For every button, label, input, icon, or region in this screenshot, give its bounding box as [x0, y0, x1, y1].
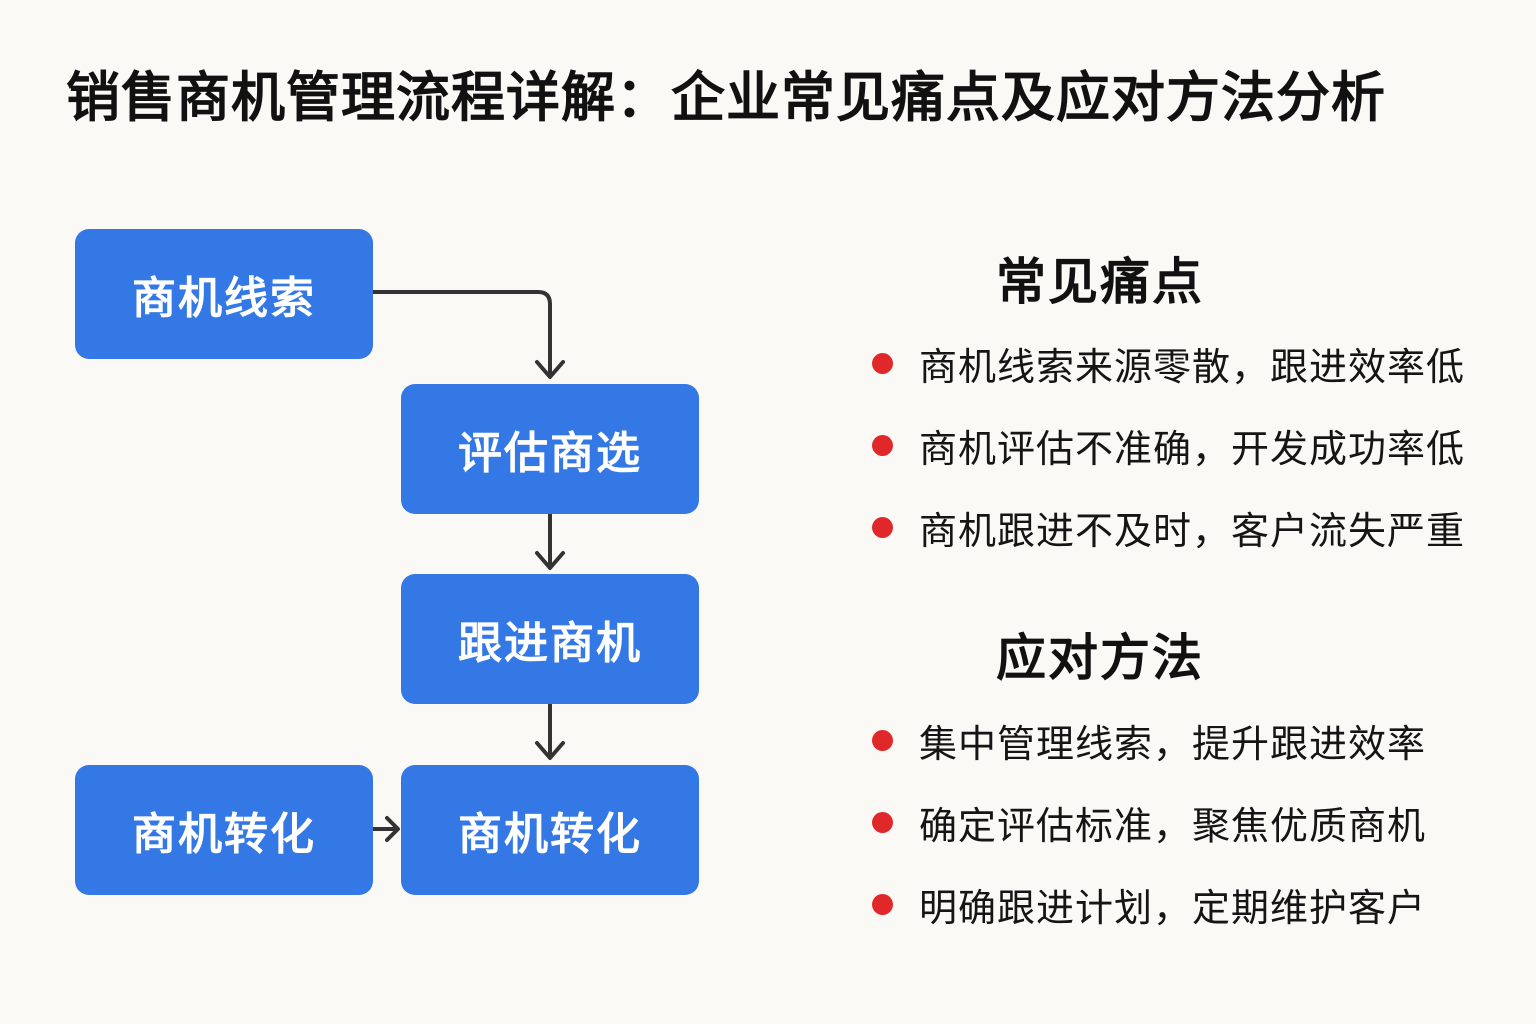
- list-item: 商机线索来源零散，跟进效率低: [872, 322, 1465, 404]
- pain-points-list: 商机线索来源零散，跟进效率低 商机评估不准确，开发成功率低 商机跟进不及时，客户…: [872, 322, 1465, 568]
- list-item: 商机跟进不及时，客户流失严重: [872, 486, 1465, 568]
- flow-node-leads: 商机线索: [75, 229, 373, 359]
- bullet-icon: [872, 352, 893, 374]
- list-item: 集中管理线索，提升跟进效率: [872, 699, 1426, 781]
- flow-node-convert-right: 商机转化: [401, 765, 699, 895]
- list-item: 确定评估标准，聚焦优质商机: [872, 781, 1426, 863]
- list-item-text: 商机跟进不及时，客户流失严重: [919, 508, 1466, 553]
- flow-node-evaluate: 评估商选: [401, 384, 699, 514]
- edge-leads-to-evaluate: [373, 290, 552, 376]
- flow-node-follow: 跟进商机: [401, 574, 699, 704]
- pain-points-heading: 常见痛点: [996, 253, 1204, 311]
- arrowhead-evaluate: [535, 360, 565, 379]
- bullet-icon: [872, 434, 893, 456]
- arrowhead-convert-right: [385, 816, 400, 842]
- arrowhead-convert: [535, 741, 565, 760]
- flow-node-label: 商机转化: [458, 809, 642, 860]
- flow-node-label: 商机转化: [132, 809, 316, 860]
- list-item: 明确跟进计划，定期维护客户: [872, 863, 1426, 945]
- list-item-text: 确定评估标准，聚焦优质商机: [919, 803, 1427, 848]
- arrowhead-follow: [535, 551, 565, 570]
- list-item: 商机评估不准确，开发成功率低: [872, 404, 1465, 486]
- flow-node-convert-left: 商机转化: [75, 765, 373, 895]
- list-item-text: 明确跟进计划，定期维护客户: [919, 885, 1427, 930]
- solutions-heading: 应对方法: [996, 629, 1204, 687]
- bullet-icon: [872, 893, 893, 915]
- flow-node-label: 评估商选: [458, 428, 642, 479]
- list-item-text: 集中管理线索，提升跟进效率: [919, 721, 1427, 766]
- bullet-icon: [872, 729, 893, 751]
- page-title: 销售商机管理流程详解：企业常见痛点及应对方法分析: [66, 66, 1386, 129]
- solutions-list: 集中管理线索，提升跟进效率 确定评估标准，聚焦优质商机 明确跟进计划，定期维护客…: [872, 699, 1426, 945]
- bullet-icon: [872, 516, 893, 538]
- flow-node-label: 商机线索: [132, 273, 316, 324]
- bullet-icon: [872, 811, 893, 833]
- list-item-text: 商机线索来源零散，跟进效率低: [919, 344, 1466, 389]
- flow-node-label: 跟进商机: [458, 618, 642, 669]
- list-item-text: 商机评估不准确，开发成功率低: [919, 426, 1466, 471]
